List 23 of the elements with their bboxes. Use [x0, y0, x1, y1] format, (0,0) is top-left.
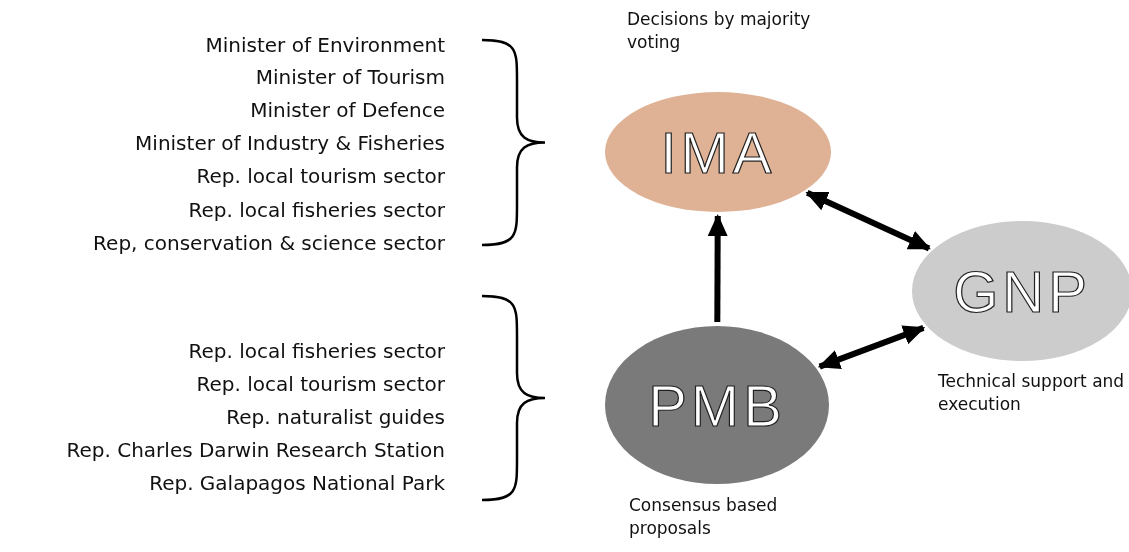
- member-label: Rep. local fisheries sector: [188, 197, 445, 223]
- arrow: [805, 190, 931, 252]
- member-label: Rep. local tourism sector: [196, 371, 445, 397]
- arrow: [817, 325, 926, 370]
- node-label: GNP: [953, 257, 1091, 325]
- member-label: Rep, conservation & science sector: [93, 230, 445, 256]
- ellipse-node: [605, 326, 829, 484]
- ellipse-node: [605, 92, 831, 212]
- node-caption: Consensus based proposals: [629, 494, 779, 540]
- member-label: Minister of Defence: [250, 97, 445, 123]
- node-caption: Decisions by majority voting: [627, 8, 812, 54]
- member-label: Rep. Galapagos National Park: [149, 470, 445, 496]
- member-label: Rep. local fisheries sector: [188, 338, 445, 364]
- member-label: Rep. naturalist guides: [226, 404, 445, 430]
- member-label: Minister of Environment: [205, 32, 445, 58]
- member-label: Rep. Charles Darwin Research Station: [66, 437, 445, 463]
- member-label: Minister of Tourism: [255, 64, 445, 90]
- node-label: PMB: [648, 371, 786, 439]
- arrow: [707, 214, 728, 322]
- member-label: Rep. local tourism sector: [196, 163, 445, 189]
- member-label: Minister of Industry & Fisheries: [135, 130, 445, 156]
- node-caption: Technical support and execution: [938, 370, 1126, 416]
- node-label: IMA: [660, 118, 776, 186]
